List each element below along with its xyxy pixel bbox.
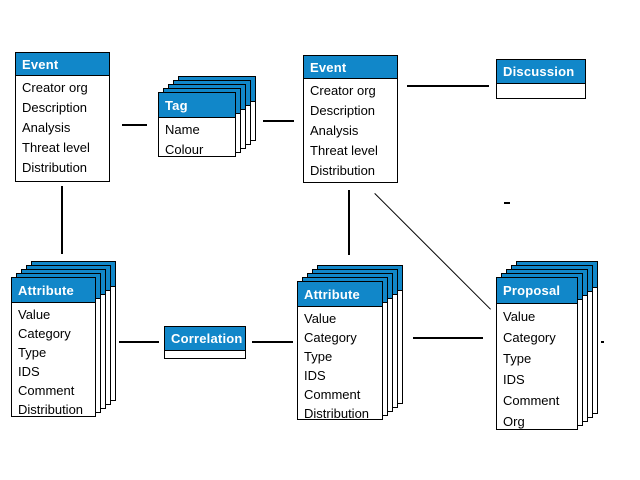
entity-proposal-stack: Proposal Value Category Type IDS Comment… xyxy=(496,261,598,430)
entity-box: Tag Name Colour xyxy=(158,92,236,157)
field: Creator org xyxy=(310,83,376,98)
connector-attribute-left-correlation xyxy=(119,341,159,343)
field: Colour xyxy=(165,142,204,157)
field: Value xyxy=(503,309,536,324)
entity-title: Correlation xyxy=(171,331,243,346)
entity-attribute-left-stack: Attribute Value Category Type IDS Commen… xyxy=(11,261,116,417)
field: Description xyxy=(22,100,88,115)
field: Threat level xyxy=(310,143,378,158)
entity-box: Attribute Value Category Type IDS Commen… xyxy=(11,277,96,417)
entity-box: Event Creator org Description Analysis T… xyxy=(15,52,110,182)
entity-title: Event xyxy=(310,59,347,75)
field: IDS xyxy=(503,372,525,387)
entity-title: Attribute xyxy=(18,282,74,298)
entity-body: Creator org Description Analysis Threat … xyxy=(304,79,397,181)
entity-event-left: Event Creator org Description Analysis T… xyxy=(15,52,110,182)
entity-tag-stack: Tag Name Colour xyxy=(158,76,256,157)
entity-box: Attribute Value Category Type IDS Commen… xyxy=(297,281,383,423)
field: Comment xyxy=(304,387,361,402)
field: Comment xyxy=(503,393,560,408)
entity-title: Discussion xyxy=(503,64,575,79)
field: Analysis xyxy=(22,120,71,135)
field: Name xyxy=(165,122,200,137)
entity-box: Proposal Value Category Type IDS Comment… xyxy=(496,277,578,430)
connector-tag-event-center xyxy=(263,120,294,122)
entity-header: Tag xyxy=(159,93,235,118)
entity-body: Value Category Type IDS Comment Org xyxy=(497,304,577,432)
entity-body: Creator org Description Analysis Threat … xyxy=(16,76,109,178)
field: Category xyxy=(18,326,71,341)
entity-header: Correlation xyxy=(165,327,245,351)
field: Value xyxy=(18,307,51,322)
field: Distribution xyxy=(310,163,376,178)
field: Type xyxy=(503,351,532,366)
entity-header: Attribute xyxy=(298,282,382,307)
entity-attribute-center-stack: Attribute Value Category Type IDS Commen… xyxy=(297,265,403,423)
connector-event-center-discussion xyxy=(407,85,489,87)
entity-correlation: Correlation xyxy=(164,326,246,359)
field: Type xyxy=(304,349,333,364)
entity-body: Value Category Type IDS Comment Distribu… xyxy=(298,307,382,423)
entity-body: Name Colour xyxy=(159,118,235,160)
entity-body: Value Category Type IDS Comment Distribu… xyxy=(12,303,95,419)
field: Category xyxy=(304,330,357,345)
connector-event-center-attribute-center xyxy=(348,190,350,255)
field: Distribution xyxy=(304,406,370,421)
field: Org xyxy=(503,414,525,429)
field: Category xyxy=(503,330,556,345)
field: Creator org xyxy=(22,80,88,95)
entity-header: Attribute xyxy=(12,278,95,303)
entity-title: Attribute xyxy=(304,286,360,302)
field: IDS xyxy=(18,364,40,379)
entity-box: Correlation xyxy=(164,326,246,359)
field: Distribution xyxy=(22,160,88,175)
entity-discussion: Discussion xyxy=(496,59,586,99)
field: Description xyxy=(310,103,376,118)
connector-event-left-attribute-left xyxy=(61,186,63,254)
field: Threat level xyxy=(22,140,90,155)
entity-box: Discussion xyxy=(496,59,586,99)
stray-mark-dot xyxy=(601,341,604,343)
entity-event-center: Event Creator org Description Analysis T… xyxy=(303,55,398,183)
field: Distribution xyxy=(18,402,84,417)
connector-event-left-tag xyxy=(122,124,147,126)
connector-correlation-attribute-center xyxy=(252,341,293,343)
connector-attribute-center-proposal xyxy=(413,337,483,339)
entity-title: Proposal xyxy=(503,283,561,298)
entity-header: Proposal xyxy=(497,278,577,304)
field: Analysis xyxy=(310,123,359,138)
entity-header: Discussion xyxy=(497,60,585,84)
entity-header: Event xyxy=(304,56,397,79)
field: Value xyxy=(304,311,337,326)
entity-body xyxy=(497,84,585,86)
field: Type xyxy=(18,345,47,360)
field: IDS xyxy=(304,368,326,383)
field: Comment xyxy=(18,383,75,398)
entity-header: Event xyxy=(16,53,109,76)
entity-body xyxy=(165,351,245,353)
entity-title: Tag xyxy=(165,97,188,113)
entity-title: Event xyxy=(22,56,59,72)
entity-box: Event Creator org Description Analysis T… xyxy=(303,55,398,183)
stray-mark-dash xyxy=(504,202,510,204)
